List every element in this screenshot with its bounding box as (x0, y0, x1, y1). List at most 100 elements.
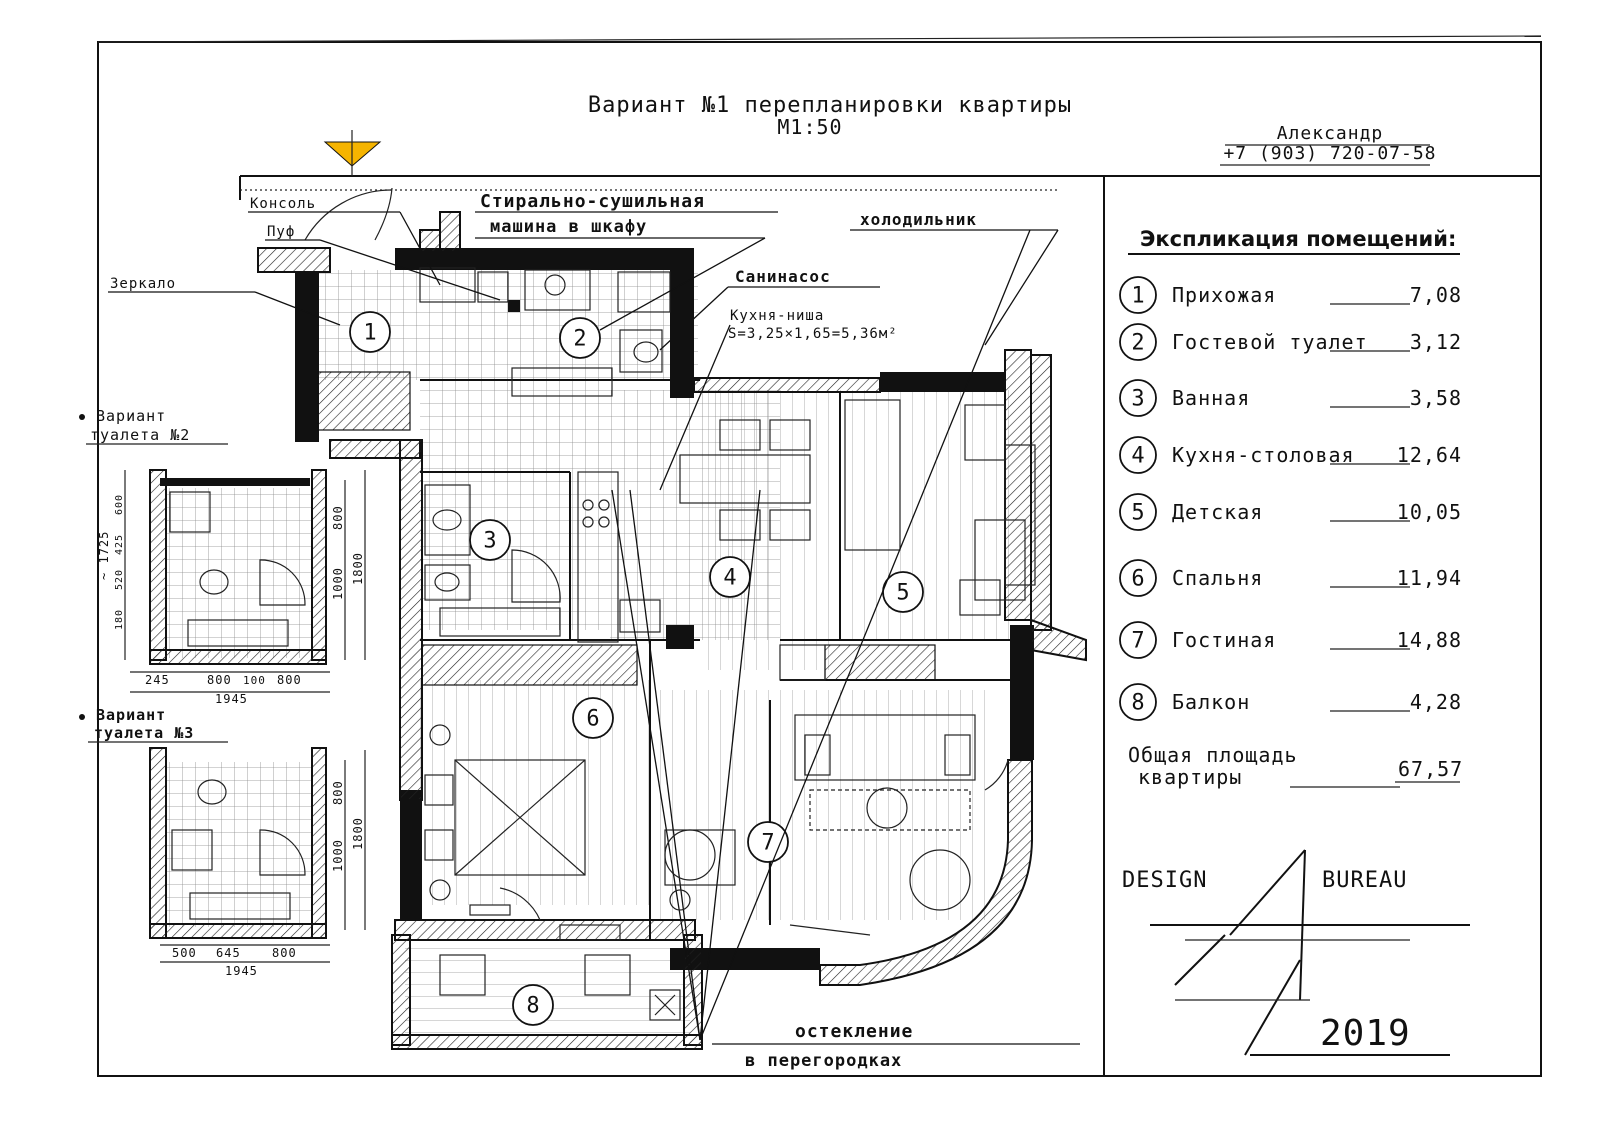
variant2-dim-left-total: ~ 1725 (97, 531, 111, 580)
explication-row-name: Гостиная (1172, 628, 1276, 652)
explication-row-name: Спальня (1172, 566, 1263, 590)
variant3-dim-right-1: 800 (331, 780, 345, 805)
explication-row-marker (1119, 276, 1157, 314)
explication-row-marker (1119, 323, 1157, 361)
variant2-dim-right-total: 1800 (351, 552, 365, 585)
plan-callouts: Консоль Пуф Зеркало Стирально-сушильная … (108, 191, 1080, 1071)
explication-row-number: 8 (1131, 691, 1144, 716)
explication-row-number: 1 (1131, 284, 1144, 309)
callout-kitchen-niche-line1: Кухня-ниша (730, 308, 824, 324)
explication-row-number: 2 (1131, 331, 1144, 356)
svg-text:4: 4 (723, 566, 736, 591)
variant2-label-line2: туалета №2 (90, 426, 190, 444)
variant2-dim-left-2: 425 (114, 534, 125, 555)
brand-logo-icon (1150, 849, 1470, 1056)
callout-kitchen-niche-line2: S=3,25×1,65=5,36м² (728, 326, 898, 342)
explication-row-number: 5 (1131, 501, 1144, 526)
explication-row: 2 Гостевой туалет 3,12 (1119, 323, 1462, 361)
svg-text:5: 5 (896, 581, 909, 606)
variant3-label-line1: Вариант (96, 706, 166, 724)
explication-row-area: 3,12 (1410, 330, 1462, 354)
callout-mirror: Зеркало (110, 276, 176, 292)
callout-glazing-line1: остекление (795, 1021, 913, 1042)
callout-sewage-pump: Санинасос (735, 267, 831, 286)
drawing-scale: М1:50 (777, 115, 842, 139)
brand-right: BUREAU (1322, 868, 1407, 893)
room-marker-1: 1 (349, 311, 391, 353)
brand-year: 2019 (1320, 1013, 1411, 1054)
explication-row: 1 Прихожая 7,08 (1119, 276, 1462, 314)
explication-row-name: Детская (1172, 500, 1263, 524)
svg-text:6: 6 (586, 707, 599, 732)
explication-row-number: 7 (1131, 629, 1144, 654)
explication-row-area: 12,64 (1397, 443, 1462, 467)
page-title: Вариант №1 перепланировки квартиры (588, 93, 1072, 118)
variant3-label-line2: туалета №3 (94, 724, 194, 742)
brand-block: DESIGN BUREAU 2019 (1122, 849, 1470, 1056)
callout-washer-line1: Стирально-сушильная (480, 191, 705, 212)
callout-glazing-line2: в перегородках (745, 1051, 902, 1071)
variant2-dim-right-1: 800 (331, 505, 345, 530)
room-marker-7: 7 (747, 821, 789, 863)
explication-total-line1: Общая площадь (1128, 743, 1298, 767)
explication-row-marker (1119, 683, 1157, 721)
explication-row-area: 14,88 (1397, 628, 1462, 652)
explication-row-name: Ванная (1172, 386, 1250, 410)
explication-row-area: 7,08 (1410, 283, 1462, 307)
variant2-label-line1: Вариант (96, 407, 166, 425)
room-marker-5: 5 (882, 571, 924, 613)
explication-title: Экспликация помещений: (1140, 227, 1456, 251)
room-marker-6: 6 (572, 697, 614, 739)
explication-row-marker (1119, 436, 1157, 474)
variant2-dim-total: 1945 (215, 692, 248, 706)
explication-row-number: 3 (1131, 387, 1144, 412)
variant3-dim-total: 1945 (225, 964, 258, 978)
explication-row-number: 4 (1131, 444, 1144, 469)
explication-row-area: 4,28 (1410, 690, 1462, 714)
explication-row-marker (1119, 379, 1157, 417)
explication-row-marker (1119, 621, 1157, 659)
svg-text:2: 2 (573, 327, 586, 352)
variant3-dim-right-total: 1800 (351, 817, 365, 850)
variant3-dim-2: 645 (216, 946, 241, 960)
variant2-dim-left-1: 600 (114, 494, 125, 515)
callout-washer-line2: машина в шкафу (490, 217, 647, 237)
variant2-dim-3: 100 (243, 674, 266, 687)
callout-pouf: Пуф (267, 224, 295, 240)
variant3-dim-right-2: 1000 (331, 839, 345, 872)
room-marker-2: 2 (559, 317, 601, 359)
toilet-variant-2: Вариант туалета №2 245 800 100 800 1945 … (79, 407, 366, 706)
explication-row-area: 10,05 (1397, 500, 1462, 524)
sheet-header: Вариант №1 перепланировки квартиры М1:50… (323, 93, 1436, 176)
explication-row: 5 Детская 10,05 (1119, 493, 1462, 531)
svg-text:1: 1 (363, 321, 376, 346)
explication-row-area: 3,58 (1410, 386, 1462, 410)
explication-row: 4 Кухня-столовая 12,64 (1119, 436, 1462, 474)
variant2-dim-1: 245 (145, 673, 170, 687)
explication-row-name: Балкон (1172, 690, 1250, 714)
explication-row: 6 Спальня 11,94 (1119, 559, 1462, 597)
author-name: Александр (1277, 123, 1384, 144)
drawing-frame (97, 35, 1542, 1077)
explication-row: 7 Гостиная 14,88 (1119, 621, 1462, 659)
toilet-variant-3: Вариант туалета №3 500 645 800 1945 800 … (79, 706, 366, 978)
explication-row: 8 Балкон 4,28 (1119, 683, 1462, 721)
explication-row-name: Гостевой туалет (1172, 330, 1368, 354)
variant3-dim-3: 800 (272, 946, 297, 960)
variant2-dim-left-4: 180 (114, 609, 125, 630)
svg-text:7: 7 (761, 831, 774, 856)
explication-row-name: Прихожая (1172, 283, 1276, 307)
explication-rows: 1 Прихожая 7,08 2 Гостевой туалет 3,12 3 Ванная… (1119, 276, 1462, 721)
explication-row-area: 11,94 (1397, 566, 1462, 590)
variant2-dim-4: 800 (277, 673, 302, 687)
variant2-dim-left-3: 520 (114, 569, 125, 590)
room-marker-4: 4 (709, 556, 751, 598)
variant2-dim-2: 800 (207, 673, 232, 687)
callout-console: Консоль (250, 196, 316, 212)
room-marker-8: 8 (512, 984, 554, 1026)
explication-row-number: 6 (1131, 567, 1144, 592)
variant2-dim-right-2: 1000 (331, 567, 345, 600)
explication-row-name: Кухня-столовая (1172, 443, 1355, 467)
room-markers: 1 2 3 4 5 6 7 8 (349, 311, 924, 1026)
